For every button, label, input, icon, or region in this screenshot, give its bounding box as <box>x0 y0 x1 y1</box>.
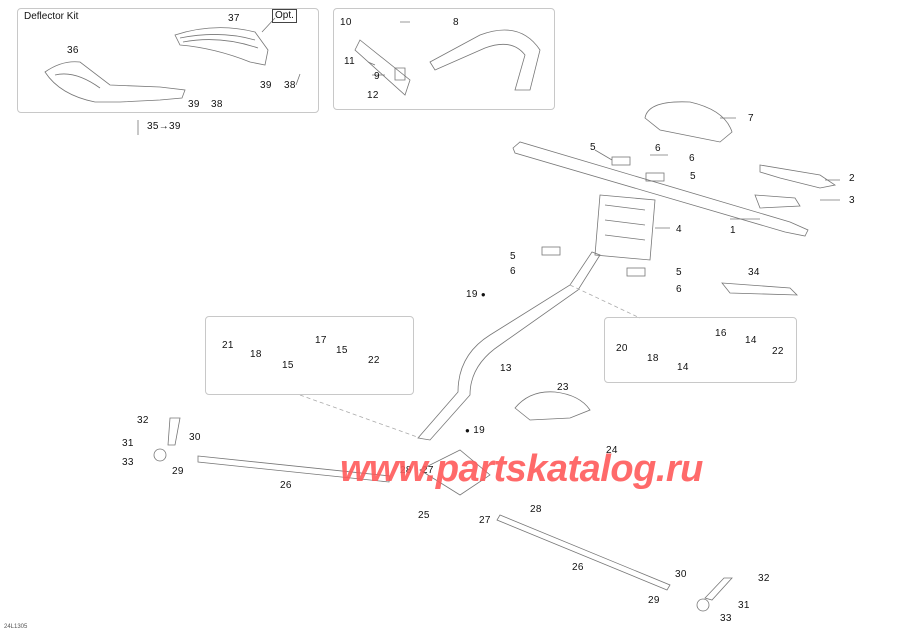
tie-rod-right-part <box>496 514 671 591</box>
callout-36: 36 <box>67 45 79 56</box>
callout-31: 31 <box>738 600 750 611</box>
left-clamp-inset <box>205 316 414 395</box>
callout-6: 6 <box>689 153 695 164</box>
callout-26: 26 <box>572 562 584 573</box>
callout-11: 11 <box>344 56 355 67</box>
callout-9: 9 <box>374 71 380 82</box>
deflector-kit-inset <box>17 8 319 113</box>
ball-joint-right <box>696 598 710 612</box>
callout-6: 6 <box>510 266 516 277</box>
optional-badge: Opt. <box>272 9 297 23</box>
clamp-bottom-right <box>626 267 646 277</box>
callout-15: 15 <box>282 360 294 371</box>
callout-31: 31 <box>122 438 134 449</box>
watermark: www.partskatalog.ru <box>340 448 703 490</box>
callout-26: 26 <box>280 480 292 491</box>
callout-34: 34 <box>748 267 760 278</box>
steering-column-part <box>417 251 601 441</box>
callout-22: 22 <box>368 355 380 366</box>
deflector-left-part <box>44 61 186 103</box>
callout-21: 21 <box>222 340 234 351</box>
bumper-inset <box>333 8 555 110</box>
callout-27: 27 <box>479 515 491 526</box>
callout-6: 6 <box>676 284 682 295</box>
callout-14: 14 <box>677 362 689 373</box>
callout-14: 14 <box>745 335 757 346</box>
callout-16: 16 <box>715 328 727 339</box>
callout-39: 39 <box>188 99 200 110</box>
callout-5: 5 <box>510 251 516 262</box>
riser-part <box>594 194 656 261</box>
tie-rod-left-part <box>197 455 391 483</box>
callout-30: 30 <box>675 569 687 580</box>
callout-33: 33 <box>122 457 134 468</box>
ball-joint-left <box>153 448 167 462</box>
callout-25: 25 <box>418 510 430 521</box>
callout-30: 30 <box>189 432 201 443</box>
callout-38: 38 <box>284 80 296 91</box>
callout-22: 22 <box>772 346 784 357</box>
bumper-part <box>429 29 541 91</box>
callout-38: 38 <box>211 99 223 110</box>
callout-12: 12 <box>367 90 379 101</box>
callout-32: 32 <box>758 573 770 584</box>
plate-part <box>514 391 591 421</box>
sealant-drop-icon: ● <box>465 426 471 435</box>
callout-20: 20 <box>616 343 628 354</box>
callout-19-bottom: ● 19 <box>465 425 485 436</box>
callout-6: 6 <box>655 143 661 154</box>
cover-part <box>644 101 733 143</box>
callout-24: 24 <box>606 445 618 456</box>
callout-18: 18 <box>250 349 262 360</box>
right-clamp-inset <box>604 317 797 383</box>
callout-28: 28 <box>400 465 412 476</box>
callout-17: 17 <box>315 335 327 346</box>
callout-27: 27 <box>422 465 434 476</box>
callout-5: 5 <box>690 171 696 182</box>
callout-13: 13 <box>500 363 512 374</box>
handlebar-part <box>512 141 809 237</box>
callout-4: 4 <box>676 224 682 235</box>
callout-23: 23 <box>557 382 569 393</box>
lever-part <box>721 282 798 296</box>
callout-7: 7 <box>748 113 754 124</box>
callout-5: 5 <box>676 267 682 278</box>
grip-left-part <box>759 164 837 189</box>
grip-right-part <box>754 194 801 209</box>
callout-29: 29 <box>648 595 660 606</box>
range-callout-35-39: 35→39 <box>147 121 181 132</box>
callout-5: 5 <box>590 142 596 153</box>
clamp-top-right <box>645 172 665 182</box>
pitman-arm-part <box>419 449 491 496</box>
callout-10: 10 <box>340 17 352 28</box>
callout-28: 28 <box>530 504 542 515</box>
callout-18: 18 <box>647 353 659 364</box>
callout-8: 8 <box>453 17 459 28</box>
callout-33: 33 <box>720 613 732 624</box>
deflector-kit-title: Deflector Kit <box>24 11 79 22</box>
callout-39: 39 <box>260 80 272 91</box>
callout-19-top: 19 ● <box>466 289 486 300</box>
drawing-code: 24L1305 <box>4 624 28 630</box>
callout-37: 37 <box>228 13 240 24</box>
sealant-drop-icon: ● <box>480 290 486 299</box>
deflector-right-part <box>174 27 269 66</box>
callout-29: 29 <box>172 466 184 477</box>
callout-2: 2 <box>849 173 855 184</box>
clamp-top-left <box>611 156 631 166</box>
callout-32: 32 <box>137 415 149 426</box>
callout-1: 1 <box>730 225 736 236</box>
callout-15: 15 <box>336 345 348 356</box>
clamp-bottom-left <box>541 246 561 256</box>
callout-3: 3 <box>849 195 855 206</box>
